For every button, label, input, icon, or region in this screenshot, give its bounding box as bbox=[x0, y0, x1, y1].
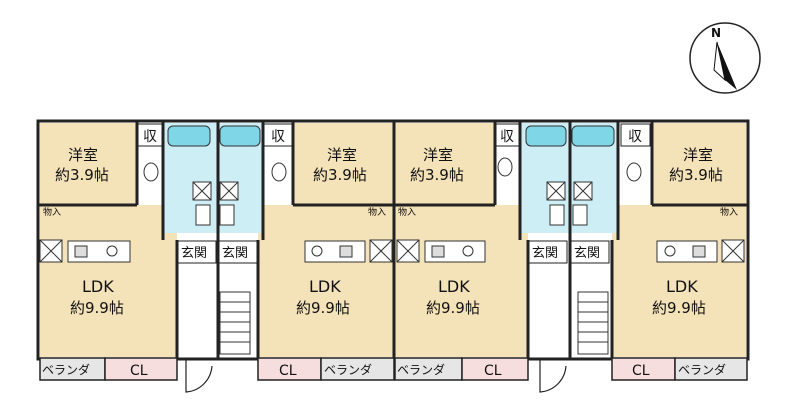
bathtub-icon bbox=[525, 125, 567, 147]
ldk-label: LDK bbox=[438, 277, 470, 296]
entrance-label: 玄関 bbox=[532, 246, 558, 261]
western-room-3 bbox=[395, 123, 495, 205]
ldk-room-3 bbox=[395, 205, 528, 357]
closet-label: CL bbox=[632, 363, 650, 379]
toilet-icon bbox=[497, 157, 513, 177]
storage-label: 収 bbox=[271, 129, 285, 145]
western-room-size: 約3.9帖 bbox=[410, 166, 464, 184]
ldk-size: 約9.9帖 bbox=[652, 299, 706, 317]
entrance-doors bbox=[185, 358, 567, 393]
entrance-label: 玄関 bbox=[181, 246, 207, 261]
ldk-size: 約9.9帖 bbox=[70, 299, 124, 317]
western-room-2 bbox=[293, 123, 393, 205]
toilet-icon bbox=[143, 162, 159, 182]
storage-label: 収 bbox=[500, 129, 514, 145]
entrance-label: 玄関 bbox=[222, 246, 248, 261]
storage-small-label: 物入 bbox=[720, 206, 738, 218]
western-room-label: 洋室 bbox=[68, 146, 98, 164]
compass: N bbox=[689, 22, 761, 94]
ldk-label: LDK bbox=[82, 277, 114, 296]
veranda-label: ベランダ bbox=[397, 362, 445, 377]
ldk-room-2 bbox=[258, 205, 393, 357]
veranda-label: ベランダ bbox=[42, 362, 90, 377]
closet-3 bbox=[461, 357, 529, 381]
ldk-size: 約9.9帖 bbox=[296, 299, 350, 317]
closet-label: CL bbox=[484, 363, 502, 379]
sink-icon bbox=[549, 204, 565, 226]
ldk-label: LDK bbox=[309, 277, 341, 296]
ldk-room-1 bbox=[40, 205, 177, 357]
kitchen-icon bbox=[39, 239, 745, 263]
sink-icon bbox=[572, 204, 588, 226]
veranda-label: ベランダ bbox=[324, 362, 372, 377]
veranda-4 bbox=[674, 357, 748, 381]
compass-needle-icon bbox=[717, 42, 737, 90]
ldk-label: LDK bbox=[666, 277, 698, 296]
bathtub-icon bbox=[571, 125, 615, 147]
western-room-size: 約3.9帖 bbox=[55, 166, 109, 184]
bathtub-icon bbox=[167, 125, 211, 147]
stairs-icon bbox=[219, 291, 609, 355]
storage-small-label: 物入 bbox=[43, 206, 61, 218]
western-room-4 bbox=[652, 123, 746, 205]
western-room-label: 洋室 bbox=[327, 146, 357, 164]
sink-icon bbox=[219, 204, 235, 226]
washer-icon bbox=[192, 181, 593, 201]
ldk-size: 約9.9帖 bbox=[426, 299, 480, 317]
toilet-icon bbox=[626, 162, 642, 182]
bathtub-icon bbox=[219, 125, 261, 147]
veranda-label: ベランダ bbox=[678, 362, 726, 377]
entrance-label: 玄関 bbox=[574, 246, 600, 261]
labels: 洋室 約3.9帖 洋室 約3.9帖 洋室 約3.9帖 洋室 約3.9帖 収 収 … bbox=[42, 123, 738, 379]
fixtures bbox=[39, 125, 745, 355]
western-room-1 bbox=[40, 123, 137, 205]
ldk-room-4 bbox=[612, 205, 746, 357]
western-room-size: 約3.9帖 bbox=[669, 166, 723, 184]
storage-small-label: 物入 bbox=[368, 206, 386, 218]
room-fills bbox=[40, 123, 746, 357]
storage-small-label: 物入 bbox=[398, 206, 416, 218]
bottom-strip bbox=[39, 357, 748, 381]
western-room-label: 洋室 bbox=[683, 146, 713, 164]
sink-icon bbox=[195, 204, 211, 226]
storage-label: 収 bbox=[628, 129, 642, 145]
closet-label: CL bbox=[279, 363, 297, 379]
western-room-label: 洋室 bbox=[423, 146, 453, 164]
veranda-2 bbox=[320, 357, 395, 381]
toilet-icon bbox=[271, 162, 287, 182]
storage-label: 収 bbox=[143, 129, 157, 145]
closet-1 bbox=[104, 357, 178, 381]
compass-ring bbox=[689, 22, 761, 94]
western-room-size: 約3.9帖 bbox=[313, 166, 367, 184]
compass-north-label: N bbox=[711, 26, 721, 40]
closet-label: CL bbox=[130, 363, 148, 379]
